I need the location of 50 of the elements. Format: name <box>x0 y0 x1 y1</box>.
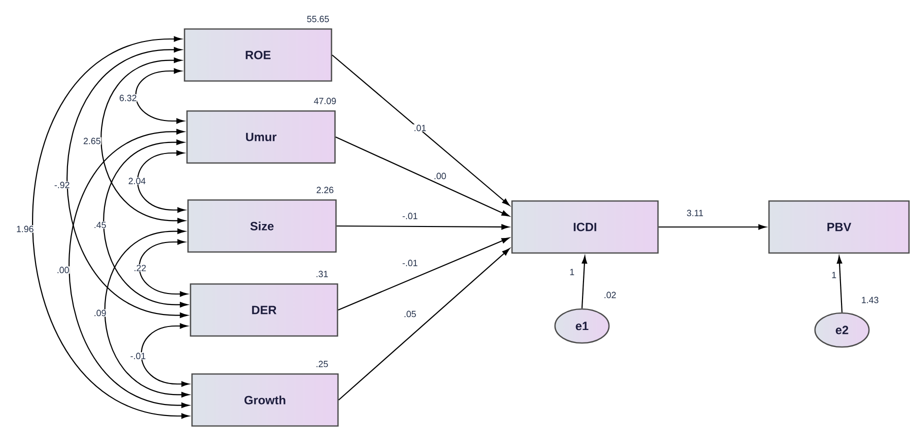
edge-label: .45 <box>93 221 107 229</box>
covariance-arrow <box>104 228 190 398</box>
error-ellipse <box>336 224 510 230</box>
covariance-arrow <box>103 140 188 308</box>
error-ellipse <box>338 238 510 310</box>
edge-label: 6.32 <box>118 94 138 102</box>
edge-label: .05 <box>403 310 417 318</box>
error-ellipse <box>332 54 510 206</box>
edge-label: -.01 <box>402 212 418 220</box>
variance-label: 47.09 <box>314 98 336 104</box>
covariance-arrow <box>138 239 188 297</box>
edge-label: -.92 <box>54 181 70 189</box>
covariance-arrow <box>32 36 190 419</box>
edge-label: 2.65 <box>82 137 102 145</box>
edge-label: .00 <box>433 172 447 180</box>
covariance-arrow <box>137 150 186 213</box>
edge-label: 1 <box>569 268 575 276</box>
covariance-arrow <box>100 58 186 224</box>
edge-label: 2.04 <box>128 177 146 185</box>
edge-label: 1.96 <box>16 225 34 233</box>
covariance-arrow <box>66 47 188 318</box>
covariance-arrow <box>140 323 190 387</box>
edge-label: 3.11 <box>686 209 704 217</box>
edge-label: .01 <box>413 124 427 132</box>
variable-box: Growth <box>191 373 339 427</box>
arrow <box>836 256 843 312</box>
variance-label: 55.65 <box>307 16 329 22</box>
edge-label: 1 <box>831 271 837 279</box>
error-ellipse <box>335 136 510 216</box>
variable-box: ROE <box>184 28 332 82</box>
variance-label: .02 <box>604 292 616 298</box>
arrow <box>581 256 588 308</box>
variable-box: Size <box>187 199 337 253</box>
variable-box: Umur <box>186 110 336 164</box>
edge-label: -.01 <box>130 352 146 360</box>
edge-label: .00 <box>56 266 70 274</box>
variable-box: ICDI <box>511 200 659 254</box>
variance-label: 1.43 <box>862 296 878 304</box>
arrow <box>658 224 766 230</box>
variable-box: DER <box>190 283 338 337</box>
variance-label: .31 <box>316 270 328 278</box>
covariance-arrow <box>68 129 190 408</box>
variance-label: 2.26 <box>316 186 334 194</box>
covariance-arrow <box>135 68 184 124</box>
edge-label: -.01 <box>402 259 418 267</box>
variable-box: PBV <box>768 200 910 254</box>
edge-label: .22 <box>133 264 147 272</box>
variance-label: .25 <box>316 360 328 368</box>
edge-label: .09 <box>93 309 107 317</box>
error-ellipse <box>338 248 510 400</box>
